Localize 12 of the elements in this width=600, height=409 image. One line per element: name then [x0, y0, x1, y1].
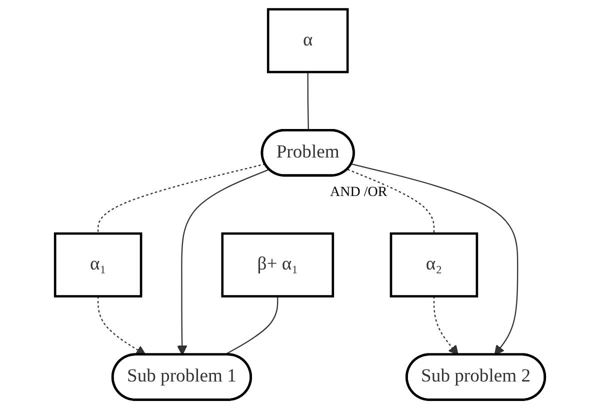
arrow [352, 163, 518, 356]
node-box: α [266, 8, 349, 74]
connector [347, 168, 435, 234]
connector [98, 163, 266, 234]
connector [307, 72, 309, 131]
node-box: β+ α₁ [221, 232, 334, 298]
node-box: α₁ [54, 232, 142, 298]
arrow [433, 296, 459, 356]
logic-label: AND /OR [330, 185, 388, 201]
arrow [98, 296, 146, 356]
node-box: α₂ [390, 232, 478, 298]
arrow [177, 168, 270, 356]
